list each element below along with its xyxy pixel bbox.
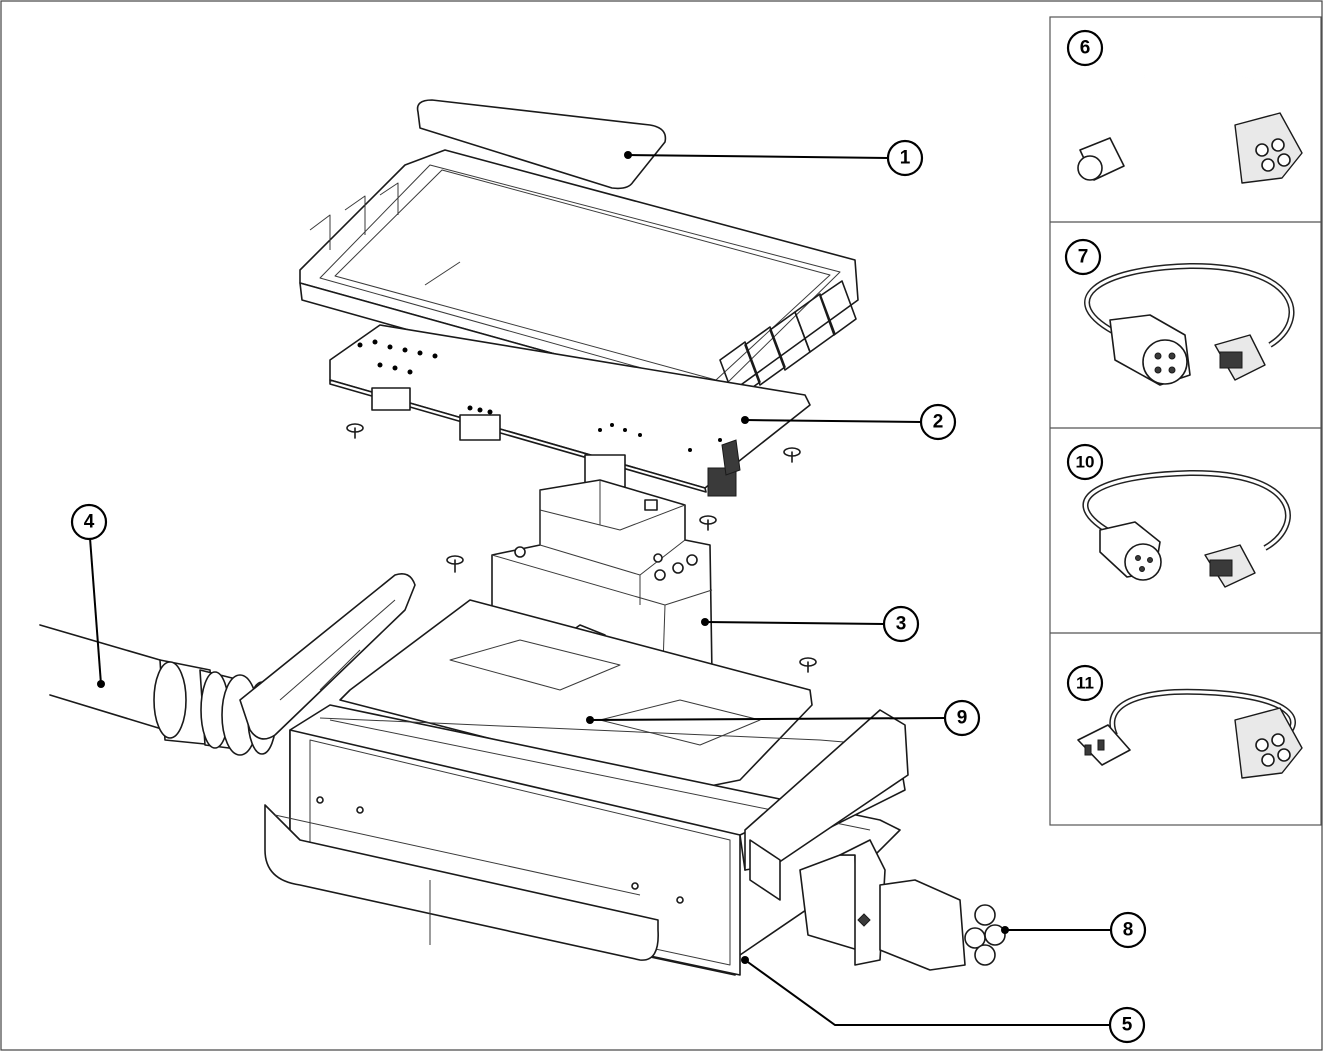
callout-1: 1 (886, 139, 924, 177)
callout-6: 6 (1066, 29, 1104, 67)
cable-6-illustration (1076, 70, 1307, 184)
part-4-cable-gland (39, 572, 416, 756)
svg-text:2: 2 (933, 412, 944, 433)
callout-11: 11 (1066, 664, 1104, 702)
callout-8: 8 (1109, 911, 1147, 949)
cable-7-illustration (1084, 262, 1295, 386)
callout-10: 10 (1066, 443, 1104, 481)
callout-4: 4 (70, 503, 108, 541)
base-plate (339, 599, 813, 791)
callout-7: 7 (1064, 238, 1102, 276)
svg-text:1: 1 (900, 148, 911, 169)
part-8-power-connector (799, 839, 1006, 971)
part-2-circuit-board (329, 324, 811, 497)
svg-text:6: 6 (1080, 38, 1091, 59)
callout-2: 2 (919, 403, 957, 441)
svg-text:4: 4 (84, 512, 95, 533)
svg-text:5: 5 (1122, 1015, 1133, 1036)
svg-text:11: 11 (1076, 674, 1094, 693)
cable-11-illustration (1077, 688, 1303, 779)
svg-text:8: 8 (1123, 920, 1134, 941)
callout-3: 3 (882, 605, 920, 643)
leader-lines (89, 151, 1111, 1026)
part-5-enclosure-base (264, 704, 909, 976)
svg-text:3: 3 (896, 614, 907, 635)
svg-text:10: 10 (1076, 453, 1095, 472)
callout-5: 5 (1108, 1006, 1146, 1044)
cable-10-illustration (1082, 469, 1291, 588)
callout-9: 9 (943, 699, 981, 737)
svg-text:9: 9 (957, 708, 968, 729)
part-1-label-plate (416, 99, 667, 190)
svg-text:7: 7 (1078, 247, 1089, 268)
